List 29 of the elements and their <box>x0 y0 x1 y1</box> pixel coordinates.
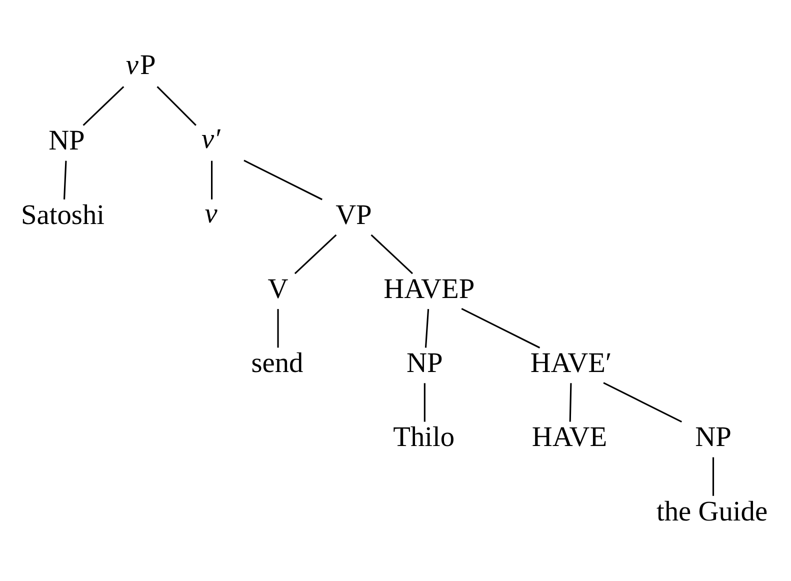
node-text: HAVEP <box>384 273 475 304</box>
node-text: V <box>268 273 288 304</box>
connector <box>63 160 67 199</box>
node-text: Satoshi <box>20 199 105 230</box>
connector <box>370 234 413 274</box>
node-text: HAVE <box>532 422 608 453</box>
connector <box>424 382 426 422</box>
node-text: v <box>204 198 218 229</box>
node-text: HAVE′ <box>530 348 612 379</box>
node-text: NP <box>406 348 443 379</box>
node-text: VP <box>336 199 372 230</box>
connector <box>461 307 540 348</box>
connector <box>424 308 430 348</box>
node-text: NP <box>48 125 85 156</box>
connector <box>244 159 322 200</box>
connector <box>82 86 124 126</box>
connector <box>277 308 279 348</box>
node-text: send <box>251 348 304 379</box>
connector <box>211 160 213 199</box>
connector <box>569 382 572 422</box>
node-text: NP <box>695 422 732 453</box>
node-text: the Guide <box>656 496 768 527</box>
connector <box>603 382 682 422</box>
connector <box>156 86 196 126</box>
node-text: vP <box>126 50 156 81</box>
node-text: v′ <box>202 124 222 155</box>
connector <box>712 456 714 496</box>
node-text: Thilo <box>393 422 455 453</box>
connector <box>294 234 337 274</box>
